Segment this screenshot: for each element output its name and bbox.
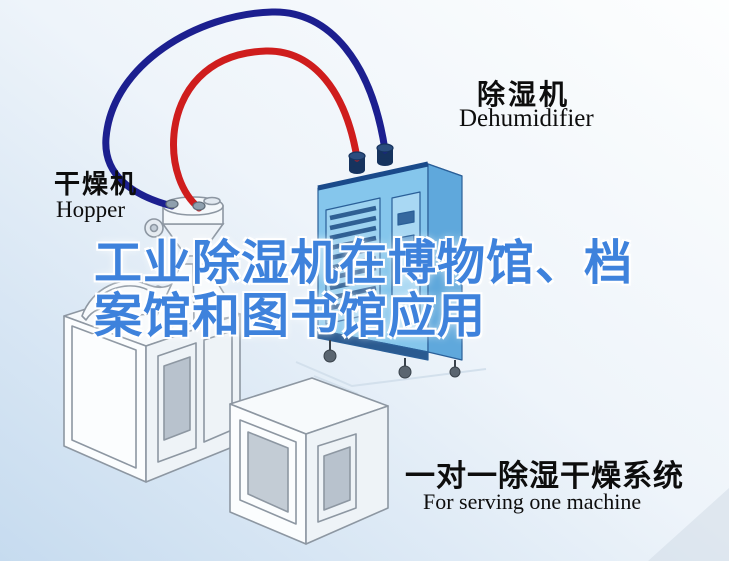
system-label-cn: 一对一除湿干燥系统 (405, 460, 684, 493)
dehumidifier-label-en: Dehumidifier (459, 105, 594, 132)
dehumidifier-display (397, 210, 415, 226)
page-title-line1: 工业除湿机在博物馆、档 (94, 237, 634, 290)
machine-panel-window (163, 356, 191, 441)
page-corner-shade (648, 488, 729, 561)
hopper-label-cn: 干燥机 (54, 169, 139, 199)
dehumidifier-casters (323, 340, 461, 379)
hopper-motor-hub (149, 223, 159, 233)
machine-panel (317, 433, 357, 523)
extruder-machine (63, 257, 389, 545)
dehumidifier-side-face (427, 163, 463, 361)
machine-panel-window (247, 431, 289, 513)
machine-panel (71, 325, 137, 469)
dehumidifier-top-rim (317, 161, 429, 191)
machine-feed-cone-seam (192, 257, 195, 323)
hopper-label-en: Hopper (56, 197, 125, 222)
hopper-flange (181, 255, 205, 265)
floor-lines (295, 361, 487, 395)
page-title: 工业除湿机在博物馆、档 案馆和图书馆应用 (94, 237, 633, 343)
machine-panel (157, 342, 197, 463)
dehumidifier-label-cn: 除湿机 (477, 79, 571, 110)
pipe-red (170, 47, 361, 212)
dehumidifier-door (391, 191, 421, 337)
dehumidifier-base-band (317, 329, 429, 361)
machine-panel-window (323, 446, 351, 511)
system-label-en: For serving one machine (423, 489, 642, 514)
page-title-line2: 案馆和图书馆应用 (94, 290, 487, 343)
machine-panel (239, 419, 297, 525)
dehumidifier-vent-slats (329, 205, 377, 311)
dehumidifier-switch (397, 234, 415, 250)
machine-chute-line (95, 285, 149, 301)
pipe-navy (102, 8, 389, 210)
dehumidifier-illustration (317, 148, 463, 379)
pipe-fittings (165, 143, 394, 211)
hopper-lid-cap (203, 196, 221, 206)
